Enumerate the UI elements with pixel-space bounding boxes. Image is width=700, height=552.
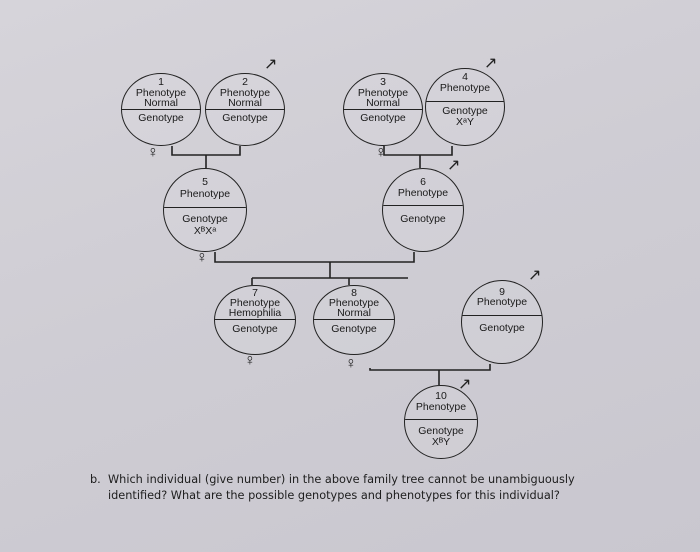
individual-number: 1 (158, 76, 164, 88)
individual-number: 6 (420, 176, 426, 188)
individual-2: 2 Phenotype Normal Genotype (205, 73, 285, 146)
phenotype-label: Phenotype (439, 82, 491, 94)
divider (383, 205, 463, 206)
phenotype-label: Phenotype (229, 297, 281, 309)
individual-3: 3 Phenotype Normal Genotype (343, 73, 423, 146)
genotype-value: XᴮY (431, 436, 451, 448)
genotype-label: Genotype (331, 323, 377, 335)
phenotype-label: Phenotype (179, 188, 231, 200)
male-symbol-icon: ↗ (264, 56, 278, 73)
divider (314, 319, 394, 320)
question-b: b. Which individual (give number) in the … (90, 472, 650, 504)
individual-number: 8 (351, 287, 357, 299)
divider (122, 109, 200, 110)
phenotype-label: Phenotype (415, 401, 467, 413)
question-line-1: b. Which individual (give number) in the … (90, 472, 650, 488)
divider (405, 419, 477, 420)
individual-number: 4 (462, 71, 468, 83)
female-symbol-icon: ♀ (244, 352, 256, 369)
individual-number: 10 (435, 390, 447, 402)
divider (206, 109, 284, 110)
male-symbol-icon: ↗ (447, 157, 461, 174)
genotype-label: Genotype (138, 112, 184, 124)
phenotype-value: Normal (366, 97, 400, 109)
female-symbol-icon: ♀ (345, 355, 357, 372)
phenotype-label: Phenotype (397, 187, 449, 199)
individual-7: 7 Phenotype Hemophilia Genotype (214, 285, 296, 355)
phenotype-label: Phenotype (219, 87, 271, 99)
individual-9: 9 Phenotype Genotype (461, 280, 543, 364)
individual-5: 5 Phenotype Genotype XᴮXᵃ (163, 168, 247, 252)
phenotype-value: Normal (337, 307, 371, 319)
individual-number: 2 (242, 76, 248, 88)
phenotype-label: Phenotype (476, 296, 528, 308)
genotype-value: XᴮXᵃ (193, 225, 217, 237)
divider (164, 207, 246, 208)
phenotype-value: Normal (228, 97, 262, 109)
genotype-label: Genotype (360, 112, 406, 124)
male-symbol-icon: ↗ (458, 376, 472, 393)
couple-line-1-2 (171, 146, 241, 156)
female-symbol-icon: ♀ (375, 144, 387, 161)
individual-1: 1 Phenotype Normal Genotype (121, 73, 201, 146)
couple-line-8-9 (369, 364, 491, 371)
male-symbol-icon: ↗ (484, 55, 498, 72)
phenotype-label: Phenotype (328, 297, 380, 309)
couple-line-3-4 (383, 146, 453, 156)
question-text-1: Which individual (give number) in the ab… (108, 473, 575, 486)
individual-4: 4 Phenotype Genotype XᵃY (425, 68, 505, 146)
phenotype-label: Phenotype (135, 87, 187, 99)
genotype-label: Genotype (442, 105, 488, 117)
individual-number: 5 (202, 176, 208, 188)
genotype-label: Genotype (232, 323, 278, 335)
individual-number: 3 (380, 76, 386, 88)
divider (215, 319, 295, 320)
phenotype-value: Hemophilia (228, 307, 282, 319)
individual-8: 8 Phenotype Normal Genotype (313, 285, 395, 355)
genotype-label: Genotype (479, 322, 525, 334)
individual-number: 9 (499, 286, 505, 298)
phenotype-value: Normal (144, 97, 178, 109)
question-label: b. (90, 473, 101, 486)
divider (462, 315, 542, 316)
genotype-label: Genotype (400, 213, 446, 225)
male-symbol-icon: ↗ (528, 267, 542, 284)
genotype-value: XᵃY (456, 116, 474, 128)
genotype-label: Genotype (222, 112, 268, 124)
female-symbol-icon: ♀ (147, 144, 159, 161)
divider (426, 101, 504, 102)
individual-number: 7 (252, 287, 258, 299)
genotype-label: Genotype (182, 213, 228, 225)
individual-6: 6 Phenotype Genotype (382, 168, 464, 252)
couple-line-5-6 (214, 252, 415, 263)
individual-10: 10 Phenotype Genotype XᴮY (404, 385, 478, 459)
divider (344, 109, 422, 110)
question-line-2: identified? What are the possible genoty… (108, 489, 560, 502)
phenotype-label: Phenotype (357, 87, 409, 99)
female-symbol-icon: ♀ (196, 249, 208, 266)
genotype-label: Genotype (418, 425, 464, 437)
